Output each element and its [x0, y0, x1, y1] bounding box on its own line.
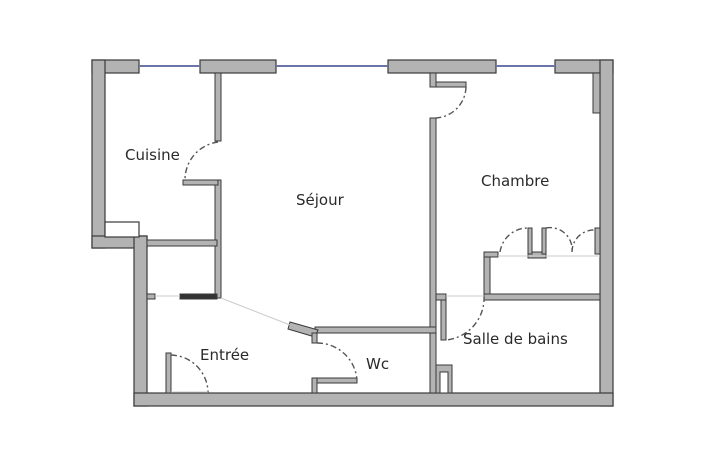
closet-door-leaf-2	[541, 227, 547, 255]
wall-wc-left-bottom	[311, 377, 318, 394]
wall-closet-left	[483, 251, 491, 295]
bath-door-swing	[445, 295, 485, 341]
room-label-cuisine: Cuisine	[125, 146, 180, 164]
wall-chambre-niche	[592, 72, 601, 114]
room-label-salle-de-bains: Salle de bains	[463, 330, 568, 348]
closet-door-leaf-1	[527, 227, 533, 255]
kitchen-door-leaf	[182, 179, 219, 186]
entry-door-swing	[170, 354, 209, 394]
opening-lines	[155, 255, 600, 393]
wall-top-2	[199, 59, 277, 74]
closet-door-swing-2	[545, 226, 573, 253]
wall-kitchen-sejour-lower	[214, 179, 222, 299]
wall-closet-stub	[146, 293, 156, 300]
kitchen-niche	[104, 221, 140, 238]
room-label-wc: Wc	[366, 355, 390, 373]
wall-left-lower	[133, 235, 148, 407]
wall-kitchen-closet	[146, 239, 218, 247]
wall-bottom	[133, 392, 614, 407]
closet-door-leaf-3	[594, 227, 601, 255]
room-label-chambre: Chambre	[481, 172, 550, 190]
chambre-door-leaf	[435, 81, 467, 88]
wall-bath-stub	[435, 293, 447, 301]
wc-door-leaf	[316, 377, 358, 384]
closet-sliding-door	[179, 293, 218, 300]
room-label-entree: Entrée	[200, 346, 250, 364]
wall-wc-left-top	[311, 332, 318, 344]
wall-sejour-chambre	[429, 117, 437, 334]
wall-chambre-bath	[483, 293, 601, 301]
wc-door-swing	[316, 342, 358, 381]
wall-left-kitchen	[91, 59, 106, 249]
wall-closet-mid	[527, 251, 547, 259]
entry-door-leaf	[165, 352, 172, 394]
wall-top-3	[387, 59, 497, 74]
bath-door-leaf	[440, 299, 447, 341]
closet-door-swing-3	[571, 229, 596, 253]
wall-wc-bath	[429, 332, 437, 394]
wall-closet-corner	[483, 251, 499, 258]
chambre-door-swing	[435, 86, 467, 119]
wall-sejour-bottom	[314, 326, 437, 334]
closet-door-swing-1	[499, 227, 529, 253]
wall-right	[599, 59, 614, 407]
wall-kitchen-sejour-upper	[214, 72, 222, 142]
room-label-sejour: Séjour	[296, 191, 344, 209]
duct-opening	[439, 371, 449, 394]
wall-sejour-chambre-top	[429, 72, 437, 88]
kitchen-door-swing	[184, 141, 219, 181]
